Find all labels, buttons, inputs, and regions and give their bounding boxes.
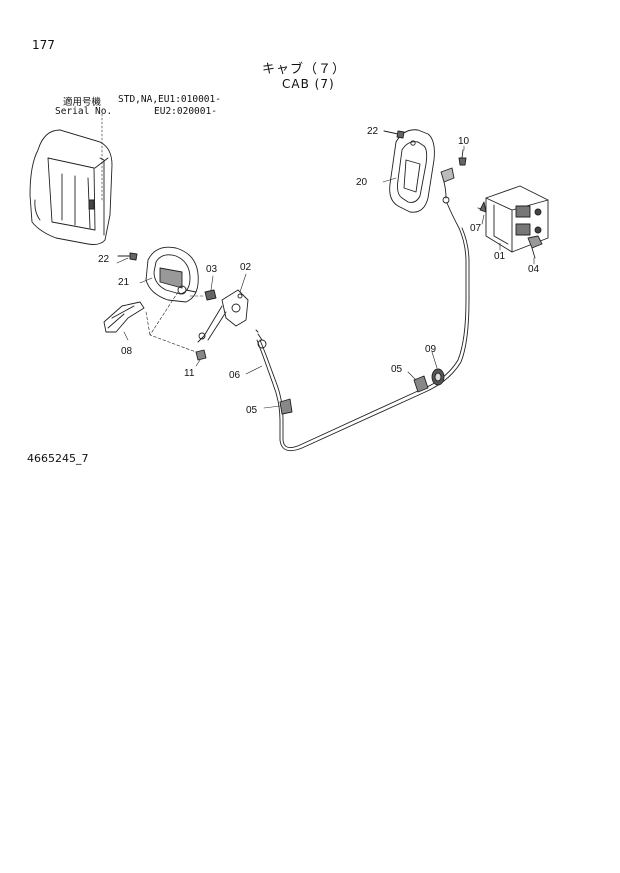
assembly-lines bbox=[145, 291, 205, 353]
callout-20: 20 bbox=[356, 177, 368, 188]
callout-01: 01 bbox=[494, 251, 506, 262]
title-japanese: キャブ（７） bbox=[262, 62, 347, 77]
callout-10: 10 bbox=[458, 136, 470, 147]
part-05-clip-left bbox=[279, 398, 293, 415]
callout-03: 03 bbox=[206, 264, 218, 275]
control-cable bbox=[256, 227, 470, 452]
part-02-lever-bracket bbox=[197, 289, 249, 343]
part-21-handle-housing bbox=[145, 246, 199, 303]
part-11-nut bbox=[195, 349, 207, 361]
callout-05-right: 05 bbox=[391, 364, 403, 375]
serial-label-en: Serial No. bbox=[55, 106, 113, 117]
title-english: CAB (7) bbox=[282, 77, 335, 91]
callout-02: 02 bbox=[240, 262, 252, 273]
serial-label-jp: 適用号機 bbox=[63, 97, 102, 108]
part-22-screw-upper bbox=[383, 130, 405, 139]
part-22-screw-lower bbox=[117, 252, 138, 261]
callout-21: 21 bbox=[118, 277, 130, 288]
callout-09: 09 bbox=[425, 344, 437, 355]
page-number: 177 bbox=[32, 38, 55, 52]
cable-end-upper bbox=[440, 167, 460, 229]
cab-thumbnail bbox=[29, 109, 113, 245]
serial-range-2: EU2:020001- bbox=[154, 106, 217, 117]
part-05-clip-right bbox=[413, 375, 429, 393]
leader-lines bbox=[116, 145, 535, 409]
callout-06: 06 bbox=[229, 370, 241, 381]
callout-05-left: 05 bbox=[246, 405, 258, 416]
callout-22-lower: 22 bbox=[98, 254, 110, 265]
part-04-bolt bbox=[527, 235, 543, 259]
callout-07: 07 bbox=[470, 223, 482, 234]
part-10-screw bbox=[458, 149, 467, 166]
part-20-handle-plate bbox=[389, 129, 435, 213]
callout-11: 11 bbox=[184, 368, 195, 379]
part-03-bolt bbox=[204, 289, 217, 301]
callout-04: 04 bbox=[528, 264, 540, 275]
callout-08: 08 bbox=[121, 346, 133, 357]
part-07-screw bbox=[479, 201, 487, 213]
callout-22-upper: 22 bbox=[367, 126, 379, 137]
part-06-cable-end bbox=[255, 329, 267, 349]
part-09-grommet bbox=[431, 368, 445, 386]
part-08-handle-lever bbox=[103, 301, 145, 333]
figure-code: 4665245_7 bbox=[27, 452, 89, 465]
serial-range-1: STD,NA,EU1:010001- bbox=[118, 94, 221, 105]
